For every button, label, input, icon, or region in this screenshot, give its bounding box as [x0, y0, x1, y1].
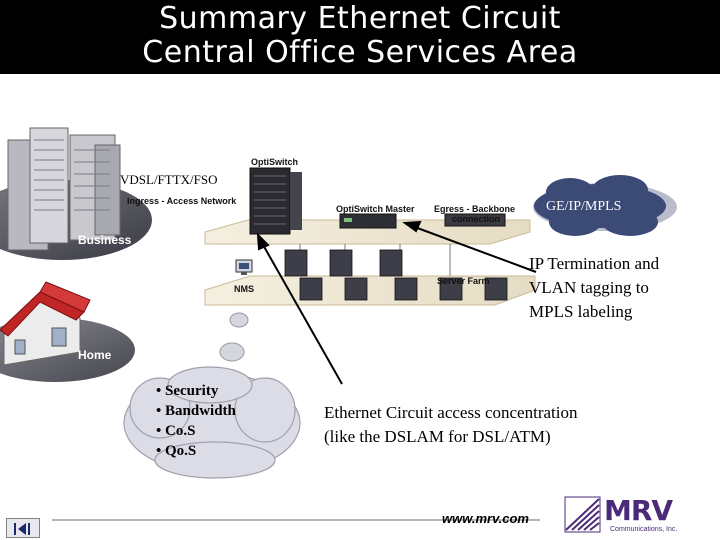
skip-to-end-icon	[14, 523, 30, 535]
optiswitch-label: OptiSwitch	[251, 157, 298, 167]
gemp-cloud-label: GE/IP/MPLS	[546, 199, 622, 214]
title-line-2: Central Office Services Area	[142, 35, 578, 70]
server-farm-label: Server Farm	[437, 276, 490, 286]
ip-termination-line-2: VLAN tagging to	[529, 278, 649, 297]
service-item: • Bandwidth	[156, 403, 236, 419]
services-cloud	[123, 366, 301, 479]
title-line-1: Summary Ethernet Circuit	[159, 1, 561, 36]
service-item: • Security	[156, 383, 219, 399]
concentration-line-2: (like the DSLAM for DSL/ATM)	[324, 427, 551, 446]
service-item: • Qo.S	[156, 443, 197, 459]
egress-label-line-1: Egress - Backbone	[434, 204, 516, 214]
services-list: • Security • Bandwidth • Co.S • Qo.S	[156, 381, 236, 461]
slide-nav-button[interactable]	[6, 518, 40, 538]
optiswitch-master-icon	[339, 213, 397, 229]
egress-label-line-2: connection	[452, 214, 501, 224]
plane-links	[299, 244, 451, 276]
server-farm-icon	[284, 249, 508, 301]
gemp-cloud	[533, 175, 677, 236]
home-house-icon	[0, 281, 91, 366]
title-bar: Summary Ethernet Circuit Central Office …	[0, 0, 720, 74]
nms-label: NMS	[234, 284, 254, 294]
thought-bubbles	[219, 312, 249, 362]
nms-monitor-icon	[235, 259, 253, 275]
ip-termination-line-1: IP Termination and	[529, 254, 660, 273]
concentration-text: Ethernet Circuit access concentration (l…	[324, 401, 577, 449]
optiswitch-master-label: OptiSwitch Master	[336, 204, 415, 214]
ingress-label: Ingress - Access Network	[127, 196, 237, 206]
mrv-logo-icon	[564, 496, 601, 533]
vdsl-label: VDSL/FTTX/FSO	[120, 172, 218, 187]
ip-termination-line-3: MPLS labeling	[529, 302, 633, 321]
business-label: Business	[78, 233, 132, 247]
service-item: • Co.S	[156, 423, 196, 439]
business-buildings-icon	[7, 127, 121, 251]
egress-device-icon	[444, 213, 506, 227]
optiswitch-chassis-icon	[249, 167, 302, 235]
concentration-line-1: Ethernet Circuit access concentration	[324, 403, 578, 422]
mrv-logo-subtext: Communications, Inc.	[610, 526, 678, 533]
callout-arrows	[256, 220, 537, 385]
footer-url[interactable]: www.mrv.com	[442, 511, 529, 526]
mrv-logo-text: MRV	[604, 494, 673, 527]
home-label: Home	[78, 348, 112, 362]
ip-termination-text: IP Termination and VLAN tagging to MPLS …	[529, 252, 659, 324]
